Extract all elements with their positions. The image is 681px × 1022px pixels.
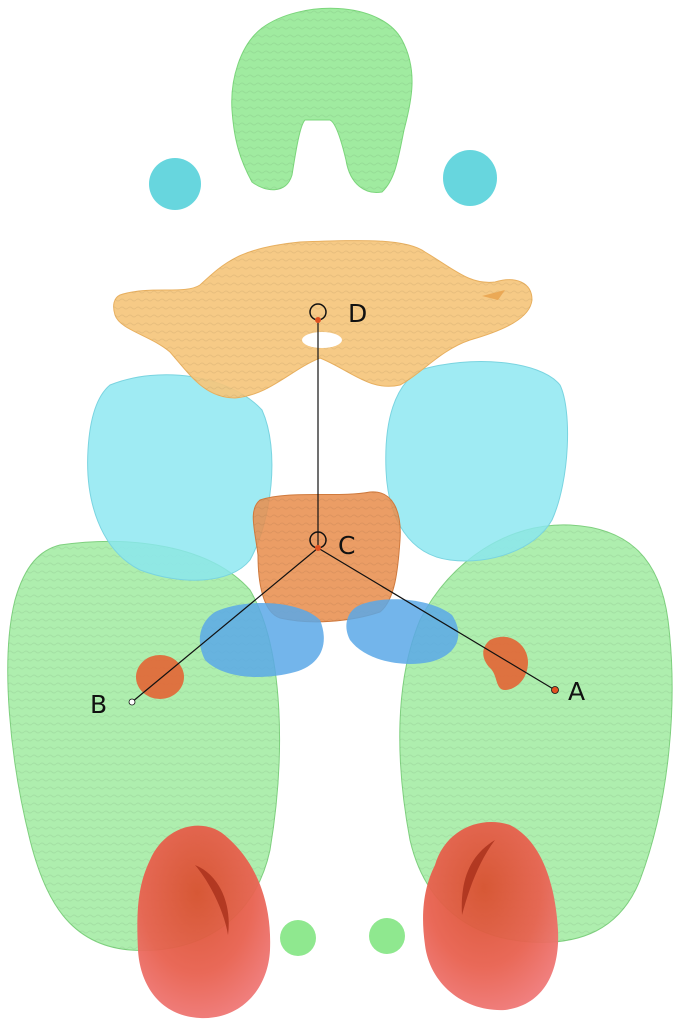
lightblue-lobe-left — [87, 374, 273, 581]
label-a: A — [568, 677, 585, 706]
orange-central-structure — [252, 491, 401, 623]
label-b: B — [90, 690, 107, 719]
lightblue-lobe-right — [385, 361, 569, 562]
tan-structure-hole — [302, 332, 342, 348]
green-dot-left — [280, 920, 316, 956]
red-structure-left — [137, 825, 271, 1019]
top-green-structure — [231, 7, 413, 194]
line-c-a — [317, 547, 556, 691]
marker-a — [551, 686, 559, 694]
marker-d — [309, 303, 327, 323]
red-structure-right — [423, 821, 559, 1011]
label-c: C — [338, 531, 355, 560]
line-c-b — [131, 547, 319, 703]
connection-lines — [131, 320, 556, 703]
cyan-blob-right — [443, 150, 497, 206]
cyan-blob-left — [149, 158, 201, 210]
green-dot-right — [369, 918, 405, 954]
marker-c — [309, 531, 327, 551]
marker-b — [128, 698, 136, 706]
orange-nodule-right — [483, 636, 528, 690]
label-d: D — [348, 299, 367, 328]
blue-lobe-right — [346, 599, 459, 664]
blue-lobe-left — [199, 602, 324, 677]
